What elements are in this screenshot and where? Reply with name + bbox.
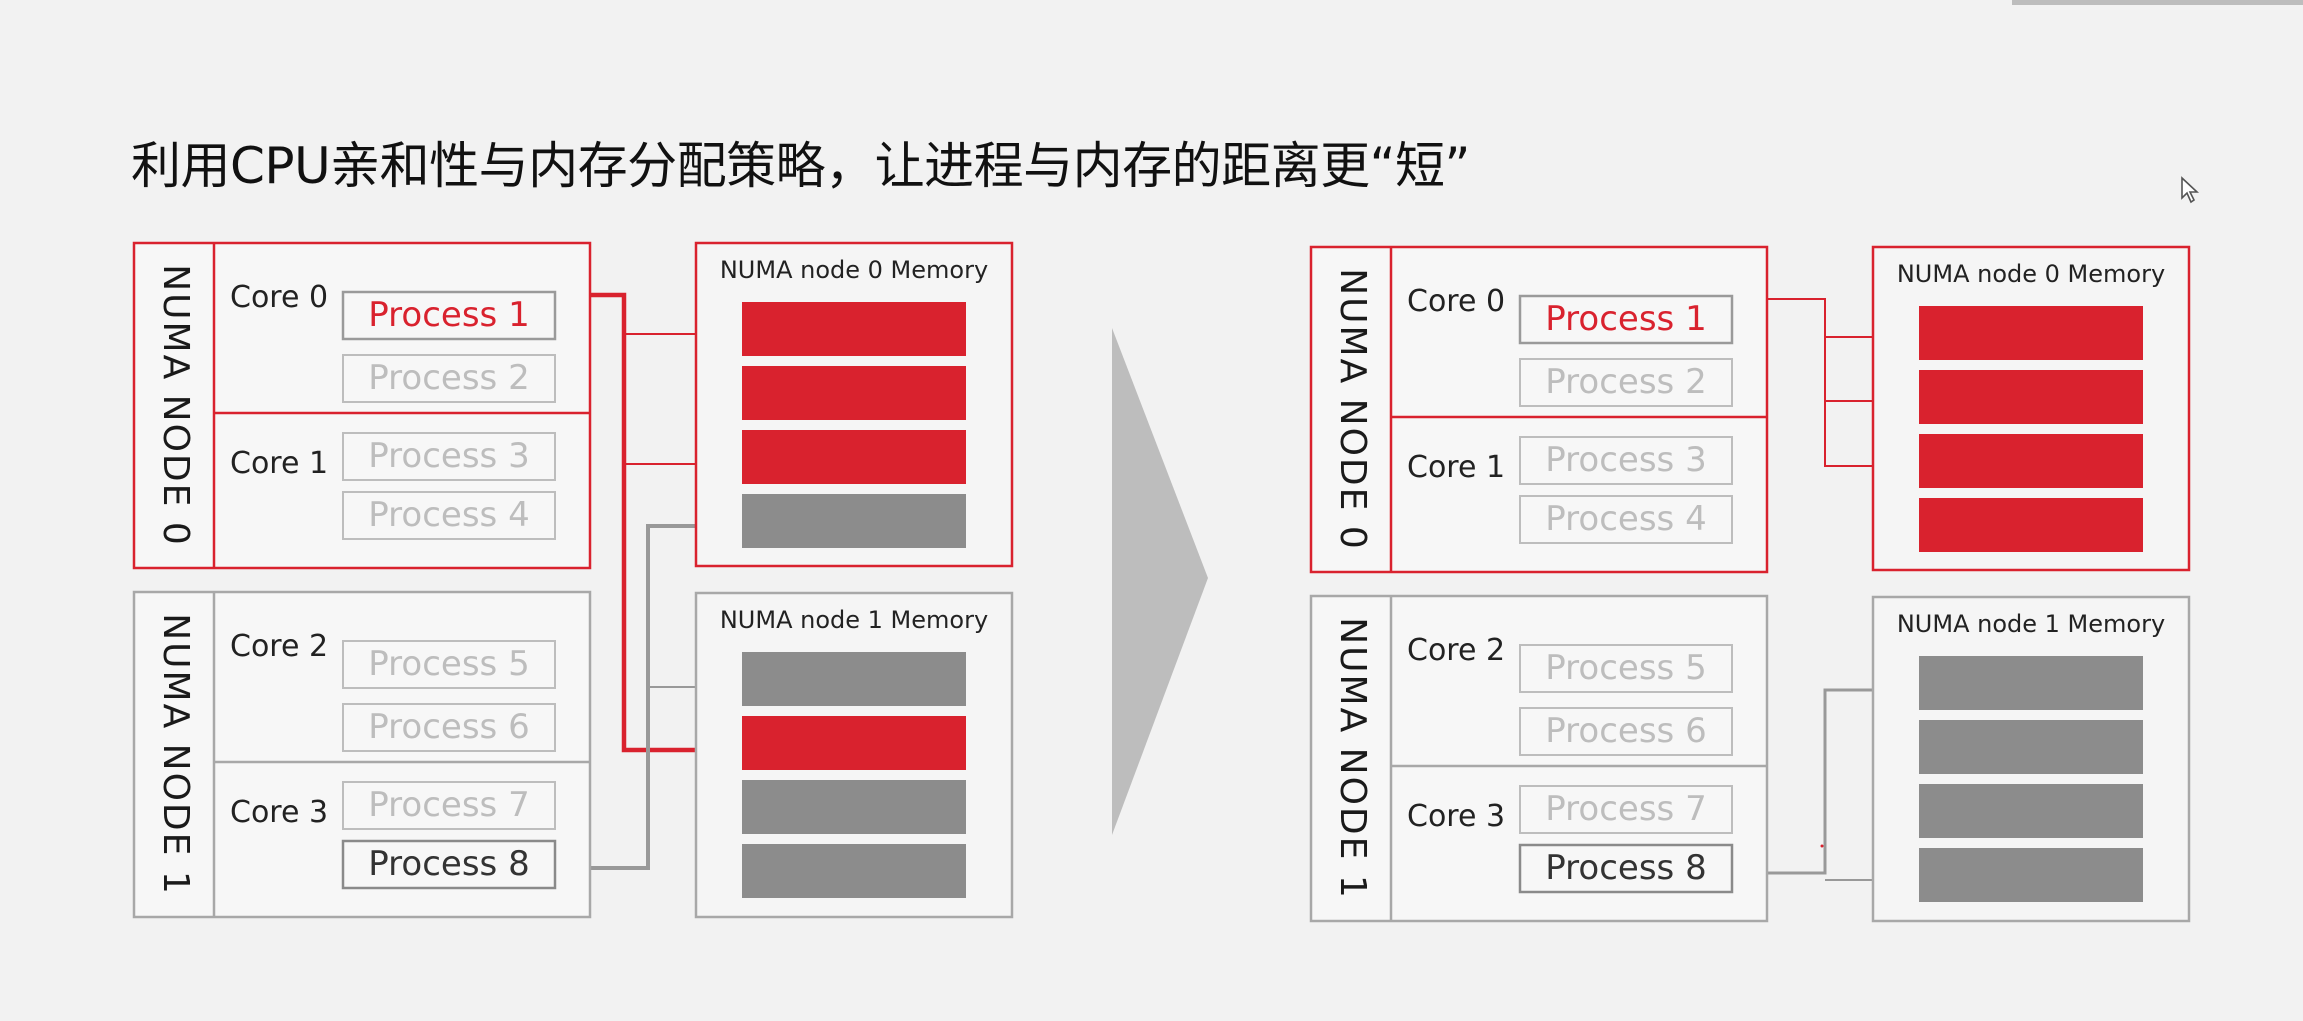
core-label: Core 1 (230, 446, 328, 481)
process-box (1519, 785, 1733, 834)
memory-block (742, 780, 966, 834)
memory-label: NUMA node 0 Memory (720, 256, 988, 284)
process-box (342, 781, 556, 830)
memory-block (1919, 434, 2143, 488)
process-label: Process 4 (1545, 499, 1706, 539)
core-label: Core 0 (1407, 284, 1505, 319)
memory-1: NUMA node 1 Memory (694, 591, 1014, 919)
process-label: Process 2 (368, 358, 529, 398)
numa-node-0: NUMA NODE 0 Core 0 Process 1 Process 2 Core … (1309, 245, 1769, 574)
memory-block (742, 430, 966, 484)
process-box (341, 839, 557, 890)
process-label: Process 1 (368, 295, 529, 335)
memory-1: NUMA node 1 Memory (1871, 595, 2191, 923)
window-edge-bar (2012, 0, 2303, 5)
memory-block (742, 366, 966, 420)
process-box (341, 290, 557, 341)
process-box (342, 432, 556, 481)
process-label: Process 3 (1545, 440, 1706, 480)
core-label: Core 2 (1407, 633, 1505, 668)
process-label: Process 5 (1545, 648, 1706, 688)
process-label: Process 4 (368, 495, 529, 535)
process-box (342, 354, 556, 403)
numa-node-1: NUMA NODE 1 Core 2 Process 5 Process 6 Core … (1309, 594, 1769, 923)
mouse-pointer-icon (2181, 176, 2200, 204)
process-box (342, 640, 556, 689)
memory-label: NUMA node 0 Memory (1897, 260, 2165, 288)
process-box (342, 491, 556, 540)
process-label: Process 6 (368, 707, 529, 747)
process-label: Process 8 (1545, 848, 1706, 888)
memory-0: NUMA node 0 Memory (1871, 245, 2191, 572)
memory-block (1919, 656, 2143, 710)
numa-node-label: NUMA NODE 1 (1332, 617, 1373, 900)
memory-block (742, 844, 966, 898)
memory-block (1919, 498, 2143, 552)
process-box (1519, 358, 1733, 407)
memory-block (1919, 306, 2143, 360)
numa-node-label: NUMA NODE 1 (155, 613, 196, 896)
core-label: Core 3 (1407, 799, 1505, 834)
memory-0: NUMA node 0 Memory (694, 241, 1014, 568)
memory-label: NUMA node 1 Memory (1897, 610, 2165, 638)
process-box (1518, 294, 1734, 345)
core-label: Core 1 (1407, 450, 1505, 485)
memory-block (1919, 370, 2143, 424)
core-label: Core 0 (230, 280, 328, 315)
panel-before: NUMA NODE 0 Core 0 Process 1 Process 2 Core … (132, 241, 1014, 919)
numa-node-0: NUMA NODE 0 Core 0 Process 1 Process 2 Core … (132, 241, 592, 570)
right-chevron-arrow (1112, 328, 1208, 835)
memory-block (742, 494, 966, 548)
numa-node-1: NUMA NODE 1 Core 2 Process 5 Process 6 Core … (132, 590, 592, 919)
core-label: Core 2 (230, 629, 328, 664)
process-label: Process 7 (368, 785, 529, 825)
process-box (1519, 644, 1733, 693)
process-label: Process 6 (1545, 711, 1706, 751)
numa-node-label: NUMA NODE 0 (1332, 268, 1373, 551)
core-label: Core 3 (230, 795, 328, 830)
stray-dot (1820, 844, 1824, 848)
process-label: Process 3 (368, 436, 529, 476)
process-label: Process 2 (1545, 362, 1706, 402)
process-box (1519, 707, 1733, 756)
process-box (1519, 495, 1733, 544)
process-box (342, 703, 556, 752)
process-label: Process 7 (1545, 789, 1706, 829)
process-box (1519, 436, 1733, 485)
process-box (1518, 843, 1734, 894)
process-label: Process 8 (368, 844, 529, 884)
numa-node-label: NUMA NODE 0 (155, 264, 196, 547)
process-label: Process 1 (1545, 299, 1706, 339)
memory-block (1919, 784, 2143, 838)
slide-title: 利用CPU亲和性与内存分配策略，让进程与内存的距离更“短” (131, 137, 1470, 195)
memory-block (742, 652, 966, 706)
memory-block (1919, 848, 2143, 902)
memory-block (742, 302, 966, 356)
memory-label: NUMA node 1 Memory (720, 606, 988, 634)
process-label: Process 5 (368, 644, 529, 684)
memory-block (742, 716, 966, 770)
panel-after: NUMA NODE 0 Core 0 Process 1 Process 2 Core … (1309, 245, 2191, 923)
memory-block (1919, 720, 2143, 774)
